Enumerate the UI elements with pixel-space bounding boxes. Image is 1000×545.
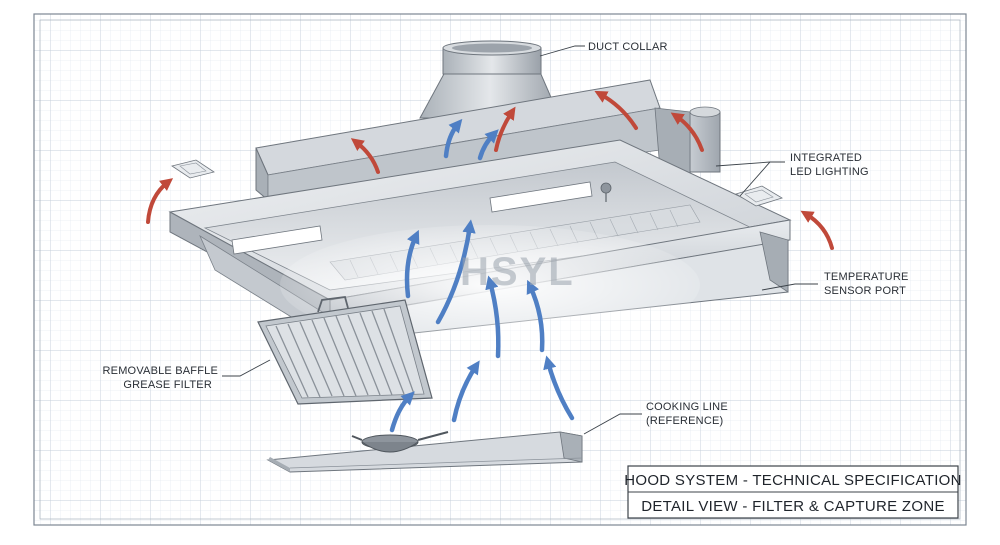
capture-arrow xyxy=(485,275,501,359)
label-duct-collar: DUCT COLLAR xyxy=(588,41,668,53)
exhaust-arrow xyxy=(494,106,516,152)
exhaust-airflow-arrows xyxy=(146,90,834,250)
label-led-lighting-line1: INTEGRATED xyxy=(790,152,862,164)
exhaust-arrow xyxy=(146,178,174,224)
capture-arrow xyxy=(389,391,415,433)
label-filter-line1: REMOVABLE BAFFLE xyxy=(103,365,218,377)
led-light-panel-left xyxy=(231,225,323,255)
supply-diffuser-right xyxy=(735,185,783,207)
capture-arrow xyxy=(404,229,420,299)
exhaust-arrow xyxy=(594,90,638,130)
supply-diffuser-left xyxy=(171,159,215,179)
capture-arrow xyxy=(435,219,476,325)
label-sensor-port-line2: SENSOR PORT xyxy=(824,285,906,297)
watermark: HSYL xyxy=(460,250,575,294)
sheet-border xyxy=(33,13,967,526)
label-led-lighting-line2: LED LIGHTING xyxy=(790,166,869,178)
title-block: HOOD SYSTEM - TECHNICAL SPECIFICATION DE… xyxy=(624,465,962,519)
label-sensor-port-line1: TEMPERATURE xyxy=(824,271,909,283)
capture-arrow xyxy=(543,355,575,421)
filter-handle xyxy=(317,296,349,313)
capture-arrow xyxy=(526,279,545,353)
title-block-line2: DETAIL VIEW - FILTER & CAPTURE ZONE xyxy=(641,498,945,515)
led-light-panel-right xyxy=(489,181,593,213)
exhaust-arrow xyxy=(350,138,380,174)
baffle-grease-filter xyxy=(257,296,433,405)
filter-baffles xyxy=(275,308,415,398)
leader-lines xyxy=(222,45,818,435)
temperature-sensor xyxy=(600,182,612,202)
exhaust-arrow xyxy=(800,210,834,250)
capture-arrow xyxy=(451,360,480,423)
label-cooking-line2: (REFERENCE) xyxy=(646,415,723,427)
capture-airflow-arrows xyxy=(389,118,575,433)
cooking-line-reference xyxy=(266,431,583,473)
capture-arrow xyxy=(477,129,499,161)
exhaust-arrow xyxy=(670,112,704,152)
title-block-line1: HOOD SYSTEM - TECHNICAL SPECIFICATION xyxy=(624,472,962,489)
label-cooking-line1: COOKING LINE xyxy=(646,401,728,413)
capture-arrow xyxy=(443,118,463,159)
label-filter-line2: GREASE FILTER xyxy=(123,379,212,391)
